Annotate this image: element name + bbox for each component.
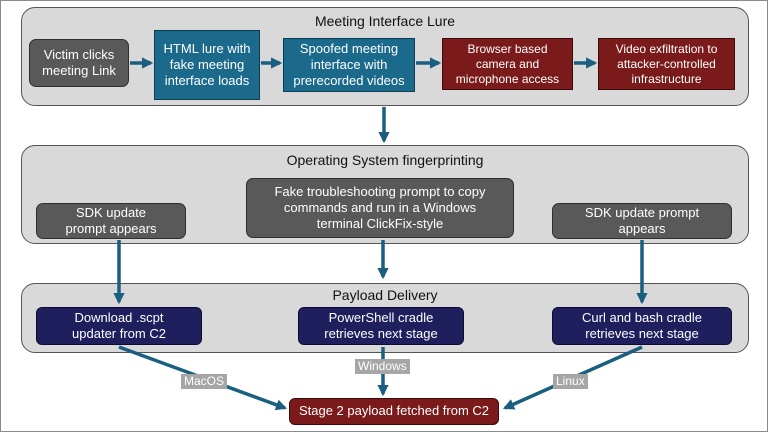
os-label-macos: MacOS [181,374,228,389]
stage2-payload-fetched: Stage 2 payload fetched from C2 [289,398,499,425]
payload-left-scpt: Download .scpt updater from C2 [36,307,202,345]
payload-right-curl-bash: Curl and bash cradle retrieves next stag… [552,307,732,345]
os-right-sdk-prompt: SDK update prompt appears [552,203,732,239]
panel-title: Payload Delivery [332,287,438,303]
os-label-linux: Linux [553,374,588,389]
payload-center-powershell: PowerShell cradle retrieves next stage [298,307,464,345]
step-camera-mic-access: Browser based camera and microphone acce… [442,38,573,90]
step-html-lure-loads: HTML lure with fake meeting interface lo… [154,30,260,100]
os-center-clickfix-prompt: Fake troubleshooting prompt to copy comm… [246,178,514,238]
panel-title: Operating System fingerprinting [286,152,484,168]
step-video-exfiltration: Video exfiltration to attacker-controlle… [598,38,735,90]
step-spoofed-interface: Spoofed meeting interface with prerecord… [283,38,415,92]
panel-title: Meeting Interface Lure [314,13,456,29]
os-left-sdk-prompt: SDK update prompt appears [36,203,186,239]
step-victim-clicks-link: Victim clicks meeting Link [29,39,129,87]
os-label-windows: Windows [355,359,410,374]
